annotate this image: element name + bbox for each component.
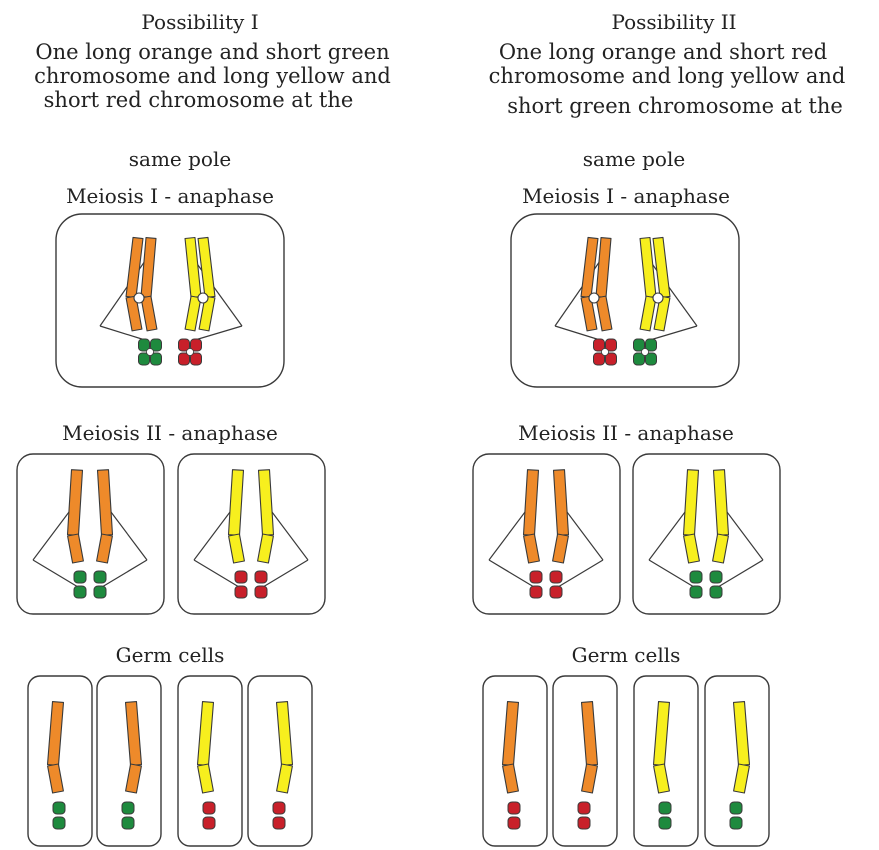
p1-germ-2-long-chromatid-upper xyxy=(126,702,142,766)
p1-germ-4-short-b xyxy=(273,817,285,829)
p2-yellow-centromere xyxy=(653,293,663,303)
p2-m2-right-short-2b xyxy=(710,586,722,598)
p2-m2-right-long-chromatid-1-lower xyxy=(684,534,700,563)
p1-m2-left-long-chromatid-1-lower xyxy=(68,534,84,563)
p1-short-right-centromere xyxy=(187,349,194,356)
p2-germ-4-short-b xyxy=(730,817,742,829)
p2-orange-centromere xyxy=(589,293,599,303)
p1-m2-left-short-2b xyxy=(94,586,106,598)
p1-m2-right-long-chromatid-1-lower xyxy=(229,534,245,563)
p1-m2-left-long-chromatid-1-upper xyxy=(68,470,83,536)
p1-meiosis1-cell xyxy=(56,214,284,387)
p2-germ-3-short-b xyxy=(659,817,671,829)
p1-short-left-centromere xyxy=(147,349,154,356)
p2-m2-left-long-chromatid-1-lower xyxy=(524,534,540,563)
p2-m2-left-short-2a xyxy=(550,571,562,583)
p1-m2-left-short-1a xyxy=(74,571,86,583)
p1-orange-centromere xyxy=(134,293,144,303)
p1-m2-right-short-2b xyxy=(255,586,267,598)
p2-m2-right-cell xyxy=(633,454,780,614)
p1-m2-right-long-chromatid-2-upper xyxy=(259,470,274,536)
p2-germ-4-long-chromatid-upper xyxy=(734,702,750,766)
p1-germ-4-long-chromatid-lower xyxy=(277,764,293,793)
p1-germ-3-long-chromatid-upper xyxy=(198,702,214,766)
p2-germ-1-long-chromatid-upper xyxy=(503,702,519,766)
p1-germ-1-long-chromatid-lower xyxy=(48,764,64,793)
p2-m2-left-short-1b xyxy=(530,586,542,598)
p2-orange-chromatid-2-upper xyxy=(596,238,611,298)
p2-m2-left-cell xyxy=(473,454,620,614)
p1-m2-left-long-chromatid-2-upper xyxy=(98,470,113,536)
p2-m2-left-long-chromatid-2-upper xyxy=(554,470,569,536)
p2-germ-4-long-chromatid-lower xyxy=(734,764,750,793)
p1-m2-left-cell xyxy=(17,454,164,614)
p1-yellow-centromere xyxy=(198,293,208,303)
p2-short-left-centromere xyxy=(602,349,609,356)
p1-germ-1-short-b xyxy=(53,817,65,829)
p2-m2-right-spindle-r2 xyxy=(718,560,763,587)
p1-germ-4-long-chromatid-upper xyxy=(277,702,293,766)
p1-m2-left-short-2a xyxy=(94,571,106,583)
p1-germ-3-short-a xyxy=(203,802,215,814)
p2-germ-1-long-chromatid-lower xyxy=(503,764,519,793)
p1-m2-right-long-chromatid-2-lower xyxy=(258,534,274,563)
p2-orange-chromatid-2-lower xyxy=(596,296,612,331)
p2-meiosis1-cell xyxy=(511,214,739,387)
p1-germ-1-short-a xyxy=(53,802,65,814)
p1-m2-right-spindle-l2 xyxy=(194,560,239,587)
p1-germ-4-short-a xyxy=(273,802,285,814)
p1-m2-left-spindle-l2 xyxy=(33,560,78,587)
p1-germ-2-long-chromatid-lower xyxy=(126,764,142,793)
p1-m2-left-long-chromatid-2-lower xyxy=(97,534,113,563)
p1-m2-left-short-1b xyxy=(74,586,86,598)
p2-germ-2-long-chromatid-lower xyxy=(582,764,598,793)
p2-germ-4-short-a xyxy=(730,802,742,814)
p1-m2-right-long-chromatid-1-upper xyxy=(229,470,244,536)
p2-germ-3-short-a xyxy=(659,802,671,814)
p1-m2-right-short-1a xyxy=(235,571,247,583)
p2-m2-left-long-chromatid-2-lower xyxy=(553,534,569,563)
p2-germ-1-short-a xyxy=(508,802,520,814)
p2-m2-right-long-chromatid-2-upper xyxy=(714,470,729,536)
p2-germ-2-short-a xyxy=(578,802,590,814)
p1-m2-right-cell xyxy=(178,454,325,614)
p2-m2-right-short-1b xyxy=(690,586,702,598)
p2-m2-left-spindle-r2 xyxy=(558,560,603,587)
p1-orange-chromatid-2-upper xyxy=(141,238,156,298)
p1-germ-2-short-a xyxy=(122,802,134,814)
p2-germ-3-long-chromatid-upper xyxy=(654,702,670,766)
p2-m2-left-short-2b xyxy=(550,586,562,598)
p1-m2-left-spindle-r2 xyxy=(102,560,147,587)
p1-germ-1-long-chromatid-upper xyxy=(48,702,64,766)
p1-germ-2-short-b xyxy=(122,817,134,829)
p1-m2-right-short-1b xyxy=(235,586,247,598)
p2-m2-right-spindle-l2 xyxy=(649,560,694,587)
p2-m2-right-short-1a xyxy=(690,571,702,583)
p1-orange-chromatid-2-lower xyxy=(141,296,157,331)
p2-germ-1-short-b xyxy=(508,817,520,829)
p2-germ-2-long-chromatid-upper xyxy=(582,702,598,766)
p2-m2-left-spindle-l2 xyxy=(489,560,534,587)
p2-m2-right-long-chromatid-2-lower xyxy=(713,534,729,563)
p1-m2-right-spindle-r2 xyxy=(263,560,308,587)
p1-germ-3-short-b xyxy=(203,817,215,829)
p2-m2-left-long-chromatid-1-upper xyxy=(524,470,539,536)
p1-yellow-chromatid-1-lower xyxy=(185,296,201,331)
p1-germ-3-long-chromatid-lower xyxy=(198,764,214,793)
p1-m2-right-short-2a xyxy=(255,571,267,583)
p2-m2-right-short-2a xyxy=(710,571,722,583)
p2-yellow-chromatid-1-lower xyxy=(640,296,656,331)
p2-germ-2-short-b xyxy=(578,817,590,829)
p2-germ-3-long-chromatid-lower xyxy=(654,764,670,793)
p2-m2-right-long-chromatid-1-upper xyxy=(684,470,699,536)
p2-m2-left-short-1a xyxy=(530,571,542,583)
p2-short-right-centromere xyxy=(642,349,649,356)
